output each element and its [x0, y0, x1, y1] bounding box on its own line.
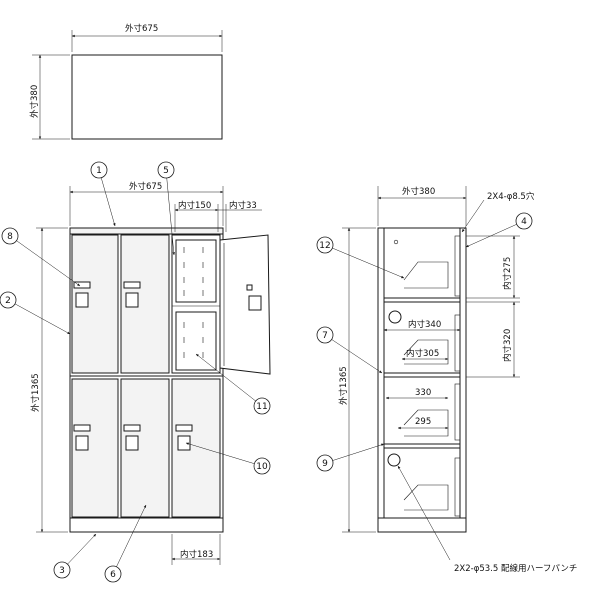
inner-depth-305-label: 内寸305 [406, 348, 439, 359]
top-depth-label: 外寸380 [29, 85, 40, 118]
side-depth-label: 外寸380 [402, 186, 435, 197]
top-width-label: 外寸675 [125, 23, 158, 34]
callout-3: 3 [53, 533, 97, 579]
callout-number: 1 [96, 166, 102, 176]
top-cap [69, 227, 224, 235]
open-door-handle [248, 295, 262, 311]
callout-number: 4 [521, 217, 527, 227]
callout-2: 2 [0, 291, 71, 335]
inner-box-bottom [175, 311, 217, 371]
top-view: 外寸675 外寸380 [29, 23, 223, 140]
callout-7: 7 [316, 326, 383, 374]
door-thickness-label: 内寸33 [229, 200, 257, 211]
front-view: 外寸675 内寸150 内寸33 外寸1365 内寸183 [30, 181, 271, 565]
callout-11: 11 [195, 353, 271, 415]
callout-4: 4 [465, 212, 533, 248]
callout-number: 7 [322, 331, 328, 341]
base-plinth [69, 517, 224, 533]
side-view: 外寸380 2X4-φ8.5穴 外寸1365 内寸275 内寸320 内寸340… [338, 186, 577, 574]
front-width-label: 外寸675 [129, 181, 162, 192]
side-base [377, 517, 467, 533]
callout-number: 5 [163, 166, 169, 176]
callout-10: 10 [185, 442, 271, 475]
wiring-punch-lower [387, 453, 401, 467]
door-lower-middle [120, 378, 170, 518]
callout-6: 6 [104, 504, 147, 583]
callout-number: 12 [319, 241, 330, 251]
side-height-label: 外寸1365 [338, 366, 349, 405]
holes-label: 2X4-φ8.5穴 [487, 191, 535, 202]
shelf-height-2-label: 内寸320 [502, 329, 513, 362]
callout-number: 6 [110, 570, 116, 580]
inner-box-top [175, 239, 217, 303]
punch-label: 2X2-φ53.5 配線用ハーフパンチ [454, 563, 577, 574]
front-height-label: 外寸1365 [30, 373, 41, 412]
callout-number: 9 [322, 459, 328, 469]
inner-width-label: 内寸150 [178, 200, 211, 211]
callout-number: 11 [256, 402, 267, 412]
dim-330-label: 330 [415, 388, 431, 398]
wiring-punch-upper [388, 310, 402, 324]
open-door [219, 234, 271, 375]
mounting-hole [393, 239, 399, 245]
callout-1: 1 [90, 161, 116, 227]
side-body [377, 227, 467, 533]
door-handles [73, 281, 193, 451]
callout-9: 9 [316, 443, 385, 472]
callout-8: 8 [1, 227, 81, 287]
bottom-inner-label: 内寸183 [180, 549, 213, 560]
callout-5: 5 [157, 161, 175, 256]
hanger-hooks [403, 261, 449, 511]
top-view-outline [71, 54, 223, 140]
inner-depth-340-label: 内寸340 [408, 319, 441, 330]
callout-number: 10 [256, 462, 268, 472]
callout-number: 3 [59, 566, 65, 576]
callout-number: 2 [5, 296, 11, 306]
callout-number: 8 [7, 232, 13, 242]
dim-295-label: 295 [415, 417, 431, 427]
vent-slots [183, 247, 204, 358]
door-upper-left [71, 234, 119, 374]
callout-12: 12 [316, 236, 405, 279]
shelf-height-1-label: 内寸275 [502, 257, 513, 290]
